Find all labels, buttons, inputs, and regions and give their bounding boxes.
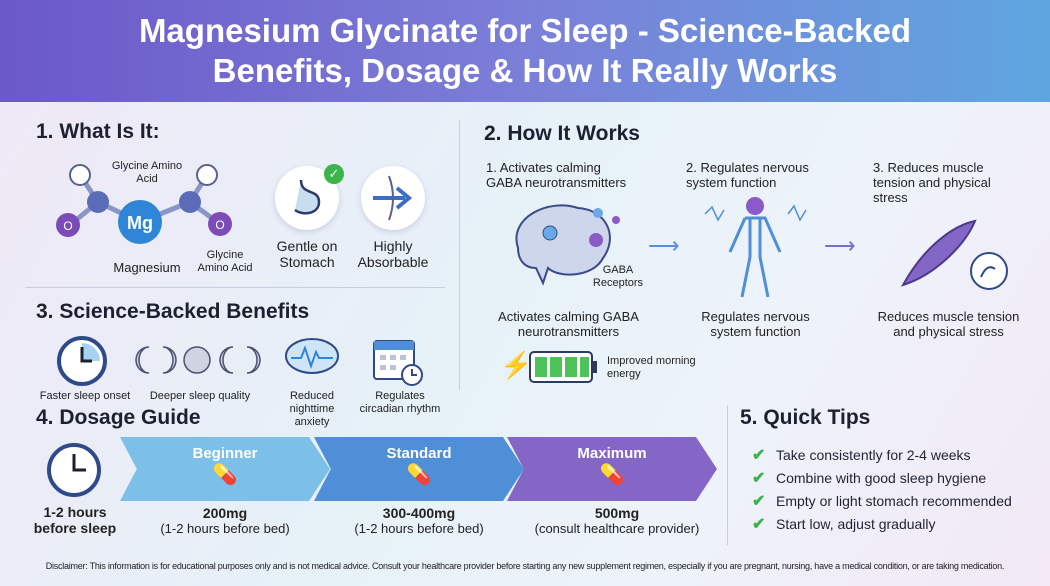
divider bbox=[459, 120, 460, 390]
how-step-caption: Activates calming GABA neurotransmitters bbox=[498, 309, 639, 339]
tip-item: ✔Take consistently for 2-4 weeks bbox=[752, 446, 971, 464]
energy-label: Improved morning energy bbox=[607, 355, 696, 380]
battery-icon bbox=[529, 351, 597, 383]
o-label: O bbox=[63, 219, 72, 233]
check-icon: ✔ bbox=[752, 446, 766, 464]
how-step-label: 1. Activates calming GABA neurotransmitt… bbox=[486, 160, 627, 190]
benefit-label: Reduced nighttime anxiety bbox=[289, 390, 335, 428]
arrow-icon: ⟶ bbox=[824, 233, 856, 258]
glycine-label: Glycine Amino Acid bbox=[111, 160, 183, 185]
lightning-icon: ⚡ bbox=[500, 350, 533, 380]
section-tips-heading: 5. Quick Tips bbox=[740, 406, 871, 429]
dosage-amount: 200mg(1-2 hours before bed) bbox=[160, 505, 290, 537]
glycine-label: Glycine Amino Acid bbox=[197, 249, 253, 274]
calendar-icon bbox=[373, 340, 423, 386]
section-how-heading: 2. How It Works bbox=[484, 122, 640, 145]
how-step-label: 3. Reduces muscle tension and physical s… bbox=[873, 160, 991, 205]
clock-icon bbox=[47, 443, 101, 497]
stomach-label: Gentle on Stomach bbox=[276, 238, 338, 270]
dosage-amount: 300-400mg(1-2 hours before bed) bbox=[354, 505, 484, 537]
benefit-label: Deeper sleep quality bbox=[149, 390, 251, 402]
gaba-receptors-label: GABA Receptors bbox=[592, 264, 644, 289]
section-what-heading: 1. What Is It: bbox=[36, 120, 160, 143]
dosage-level-beginner: Beginner💊 bbox=[120, 437, 330, 501]
benefit-label: Faster sleep onset bbox=[39, 390, 131, 402]
moon-phases-icon bbox=[135, 346, 261, 374]
benefit-label: Regulates circadian rhythm bbox=[359, 390, 441, 415]
pill-icon: 💊 bbox=[406, 464, 432, 486]
check-icon: ✔ bbox=[752, 515, 766, 533]
tips-list: ✔Take consistently for 2-4 weeks ✔Combin… bbox=[752, 443, 1012, 535]
pill-icon: 💊 bbox=[212, 464, 238, 486]
how-step-caption: Regulates nervous system function bbox=[701, 309, 810, 339]
arrow-icon: ⟶ bbox=[648, 233, 680, 258]
magnesium-label: Magnesium bbox=[113, 260, 181, 275]
how-step-label: 2. Regulates nervous system function bbox=[686, 160, 809, 190]
page-title: Magnesium Glycinate for Sleep - Science-… bbox=[138, 12, 912, 89]
dosage-level-standard: Standard💊 bbox=[314, 437, 524, 501]
check-icon: ✓ bbox=[324, 164, 344, 184]
tip-item: ✔Empty or light stomach recommended bbox=[752, 492, 1012, 510]
tip-item: ✔Combine with good sleep hygiene bbox=[752, 469, 987, 487]
divider bbox=[25, 287, 445, 288]
check-icon: ✔ bbox=[752, 492, 766, 510]
tip-item: ✔Start low, adjust gradually bbox=[752, 515, 936, 533]
brain-wave-icon bbox=[285, 338, 339, 374]
o-label: O bbox=[215, 218, 224, 232]
molecule-icon: Mg O O bbox=[56, 164, 232, 244]
nervous-system-icon bbox=[704, 197, 807, 298]
absorb-icon bbox=[361, 166, 425, 230]
divider bbox=[727, 405, 728, 545]
section-dosage-heading: 4. Dosage Guide bbox=[36, 406, 201, 429]
disclaimer: Disclaimer: This information is for educ… bbox=[45, 561, 1005, 571]
clock-icon bbox=[57, 336, 107, 386]
absorb-label: Highly Absorbable bbox=[357, 238, 429, 270]
muscle-icon bbox=[900, 219, 1008, 290]
header-banner: Magnesium Glycinate for Sleep - Science-… bbox=[0, 0, 1050, 102]
mg-label: Mg bbox=[127, 213, 153, 233]
dosage-amount: 500mg(consult healthcare provider) bbox=[534, 505, 700, 537]
how-step-caption: Reduces muscle tension and physical stre… bbox=[877, 309, 1020, 339]
check-icon: ✔ bbox=[752, 469, 766, 487]
pill-icon: 💊 bbox=[599, 464, 625, 486]
brain-icon bbox=[515, 204, 620, 286]
timing-label: 1-2 hours before sleep bbox=[33, 504, 117, 536]
section-benefits-heading: 3. Science-Backed Benefits bbox=[36, 300, 310, 323]
dosage-level-maximum: Maximum💊 bbox=[507, 437, 717, 501]
